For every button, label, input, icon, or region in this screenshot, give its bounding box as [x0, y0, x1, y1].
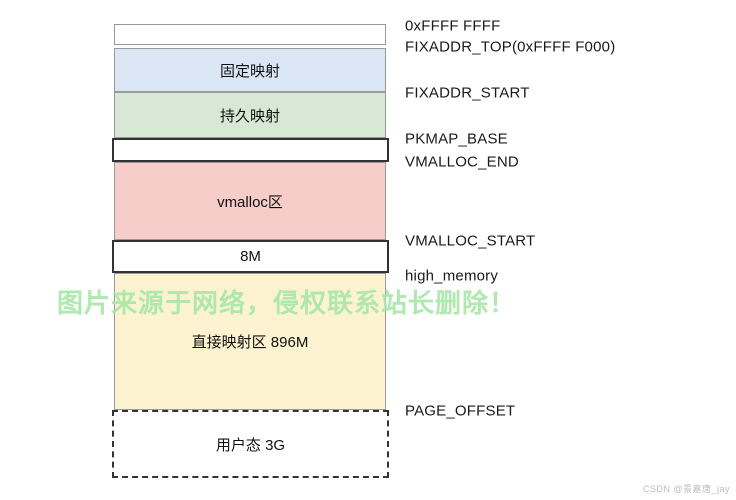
address-label-fixaddr-start: FIXADDR_START [405, 84, 530, 102]
region-label-direct-mapping: 直接映射区 896M [191, 334, 309, 351]
address-label-pkmap-base: PKMAP_BASE [405, 130, 508, 148]
address-label-vmalloc-end: VMALLOC_END [405, 153, 519, 171]
csdn-credit-watermark: CSDN @景嘉唐_jay [642, 484, 730, 494]
address-label-fixaddr-top: FIXADDR_TOP(0xFFFF F000) [405, 38, 616, 56]
region-label-fixed-mapping: 固定映射 [219, 62, 280, 80]
region-vmalloc-area: vmalloc区 [114, 162, 386, 240]
address-label-page-offset: PAGE_OFFSET [405, 402, 516, 420]
region-fixed-mapping: 固定映射 [114, 48, 386, 92]
region-label-eight-m-gap: 8M [240, 248, 261, 265]
region-label-vmalloc-area: vmalloc区 [217, 193, 283, 211]
region-eight-m-gap: 8M [112, 240, 389, 273]
address-label-vmalloc-start: VMALLOC_START [405, 232, 536, 250]
region-direct-mapping: 直接映射区 896M [114, 273, 386, 410]
region-pkmap-gap [112, 138, 389, 162]
address-label-high-memory: high_memory [405, 267, 499, 285]
region-user-space: 用户态 3G [112, 410, 389, 478]
region-label-persistent-mapping: 持久映射 [219, 107, 280, 125]
memory-stack: 固定映射持久映射 vmalloc区 8M 直接映射区 896M 用户态 3G [112, 0, 389, 500]
region-persistent-mapping: 持久映射 [114, 92, 386, 138]
region-label-user-space: 用户态 3G [215, 436, 286, 454]
region-fixaddr-top-gap [114, 24, 386, 45]
address-label-top-address: 0xFFFF FFFF [405, 17, 501, 35]
